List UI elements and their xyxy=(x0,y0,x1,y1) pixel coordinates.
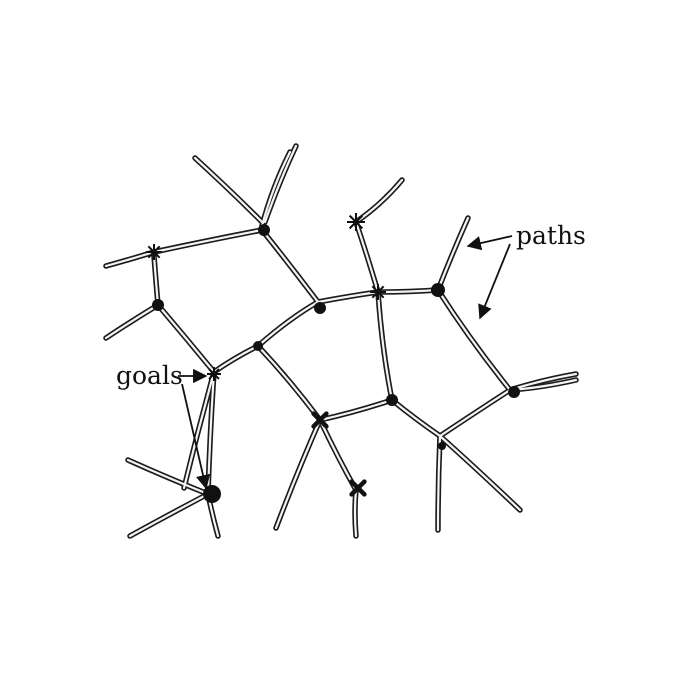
goal-cross xyxy=(349,479,367,497)
path-network-outline xyxy=(103,143,579,539)
path-segment-fill xyxy=(104,250,156,268)
goal-dot xyxy=(508,386,520,398)
path-segment-fill xyxy=(104,303,160,340)
goals-arrow-down xyxy=(181,383,211,490)
goal-star xyxy=(146,244,162,260)
paths-arrow-lower xyxy=(478,243,511,320)
path-segment-fill xyxy=(316,290,380,304)
path-segment-fill xyxy=(193,156,264,224)
goals-annotation: goals xyxy=(116,361,211,490)
goal-cross xyxy=(311,411,329,429)
path-segment-fill xyxy=(438,434,522,512)
goal-dot xyxy=(203,485,221,503)
goal-dot xyxy=(386,394,398,406)
paths-annotation: paths xyxy=(466,221,586,320)
path-segment-fill xyxy=(436,216,470,292)
goal-dot xyxy=(258,224,270,236)
path-segment-fill xyxy=(438,388,512,438)
path-segment-fill xyxy=(128,492,210,538)
path-segment-fill xyxy=(156,303,216,374)
path-segment-fill xyxy=(260,228,320,304)
goal-star xyxy=(370,284,386,300)
path-segment-fill xyxy=(318,398,394,422)
goal-star xyxy=(347,213,365,231)
goal-star xyxy=(207,367,221,381)
path-segment-fill xyxy=(274,418,322,530)
goals-label: goals xyxy=(116,361,183,390)
path-segment-fill xyxy=(212,344,260,374)
goal-dot xyxy=(253,341,263,351)
path-segment-fill xyxy=(318,418,358,492)
path-segment-fill xyxy=(260,150,292,228)
path-segment-fill xyxy=(390,398,442,438)
path-segment-fill xyxy=(126,458,210,496)
path-segment-fill xyxy=(263,144,298,224)
goal-dot xyxy=(314,302,326,314)
paths-arrow-upper xyxy=(466,235,513,251)
goal-nodes xyxy=(146,213,520,503)
goal-dot xyxy=(438,442,446,450)
path-segment-fill xyxy=(436,288,512,392)
path-network-fill xyxy=(104,144,578,538)
path-segment-fill xyxy=(353,488,358,538)
paths-label: paths xyxy=(516,221,586,250)
path-segment-fill xyxy=(376,290,394,402)
goal-dot xyxy=(431,283,445,297)
path-segment-fill xyxy=(256,300,320,348)
path-segment-fill xyxy=(354,220,380,294)
path-segment-fill xyxy=(182,370,216,490)
path-segment-fill xyxy=(152,228,264,254)
goal-dot xyxy=(152,299,164,311)
